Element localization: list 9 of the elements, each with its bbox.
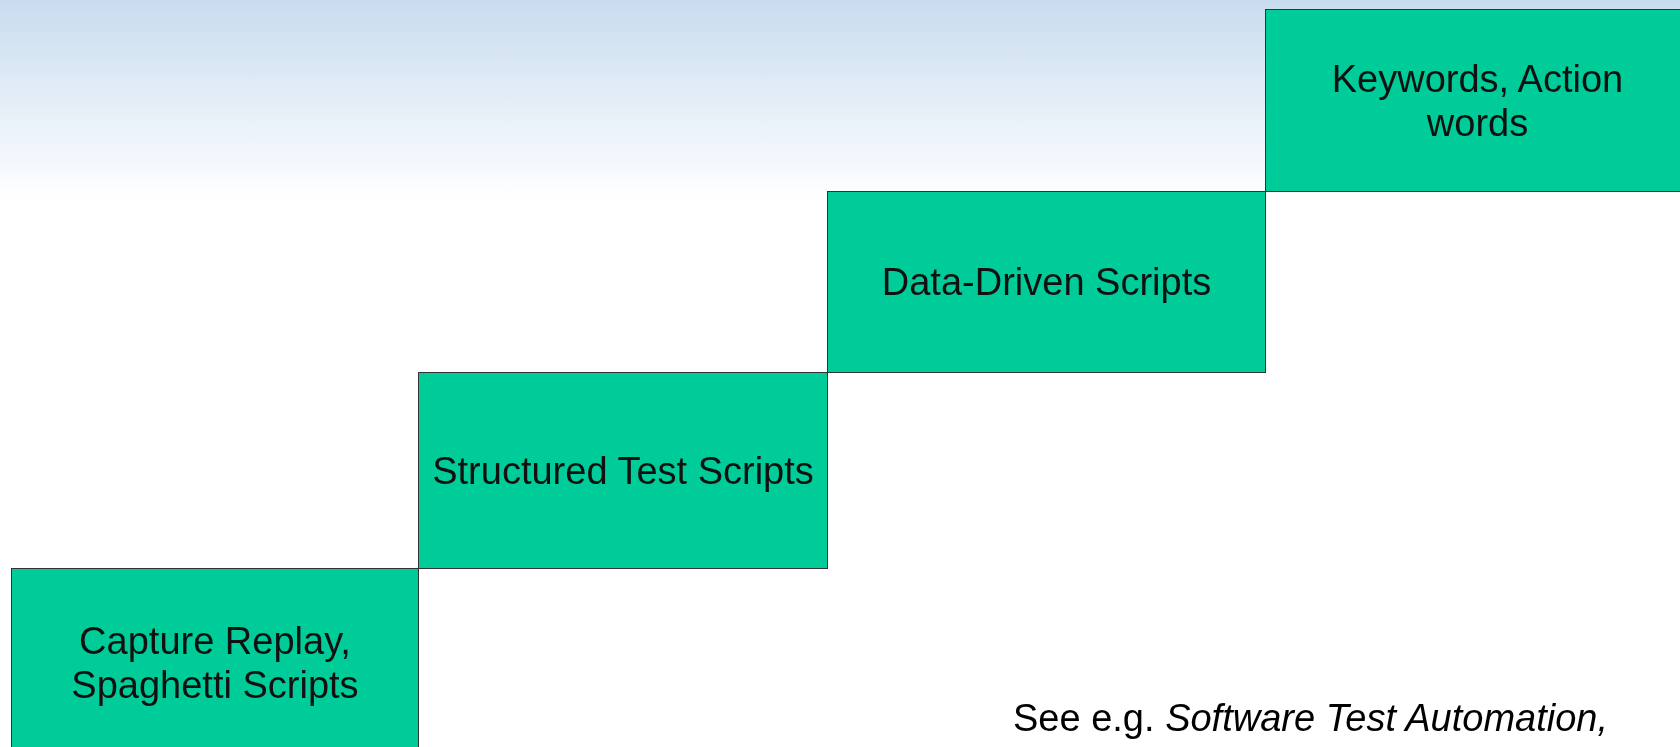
step-box bbox=[827, 191, 1266, 373]
step-box bbox=[1265, 9, 1680, 192]
step-box bbox=[418, 372, 828, 569]
step-box bbox=[11, 568, 419, 747]
step-label: Capture Replay, Spaghetti Scripts bbox=[70, 619, 360, 707]
step-label: Structured Test Scripts bbox=[431, 448, 815, 493]
step-label: Data-Driven Scripts bbox=[880, 260, 1213, 304]
step-label: Keywords, Action words bbox=[1330, 56, 1625, 145]
reference-note: See e.g. Software Test Automation, bbox=[1013, 697, 1608, 740]
